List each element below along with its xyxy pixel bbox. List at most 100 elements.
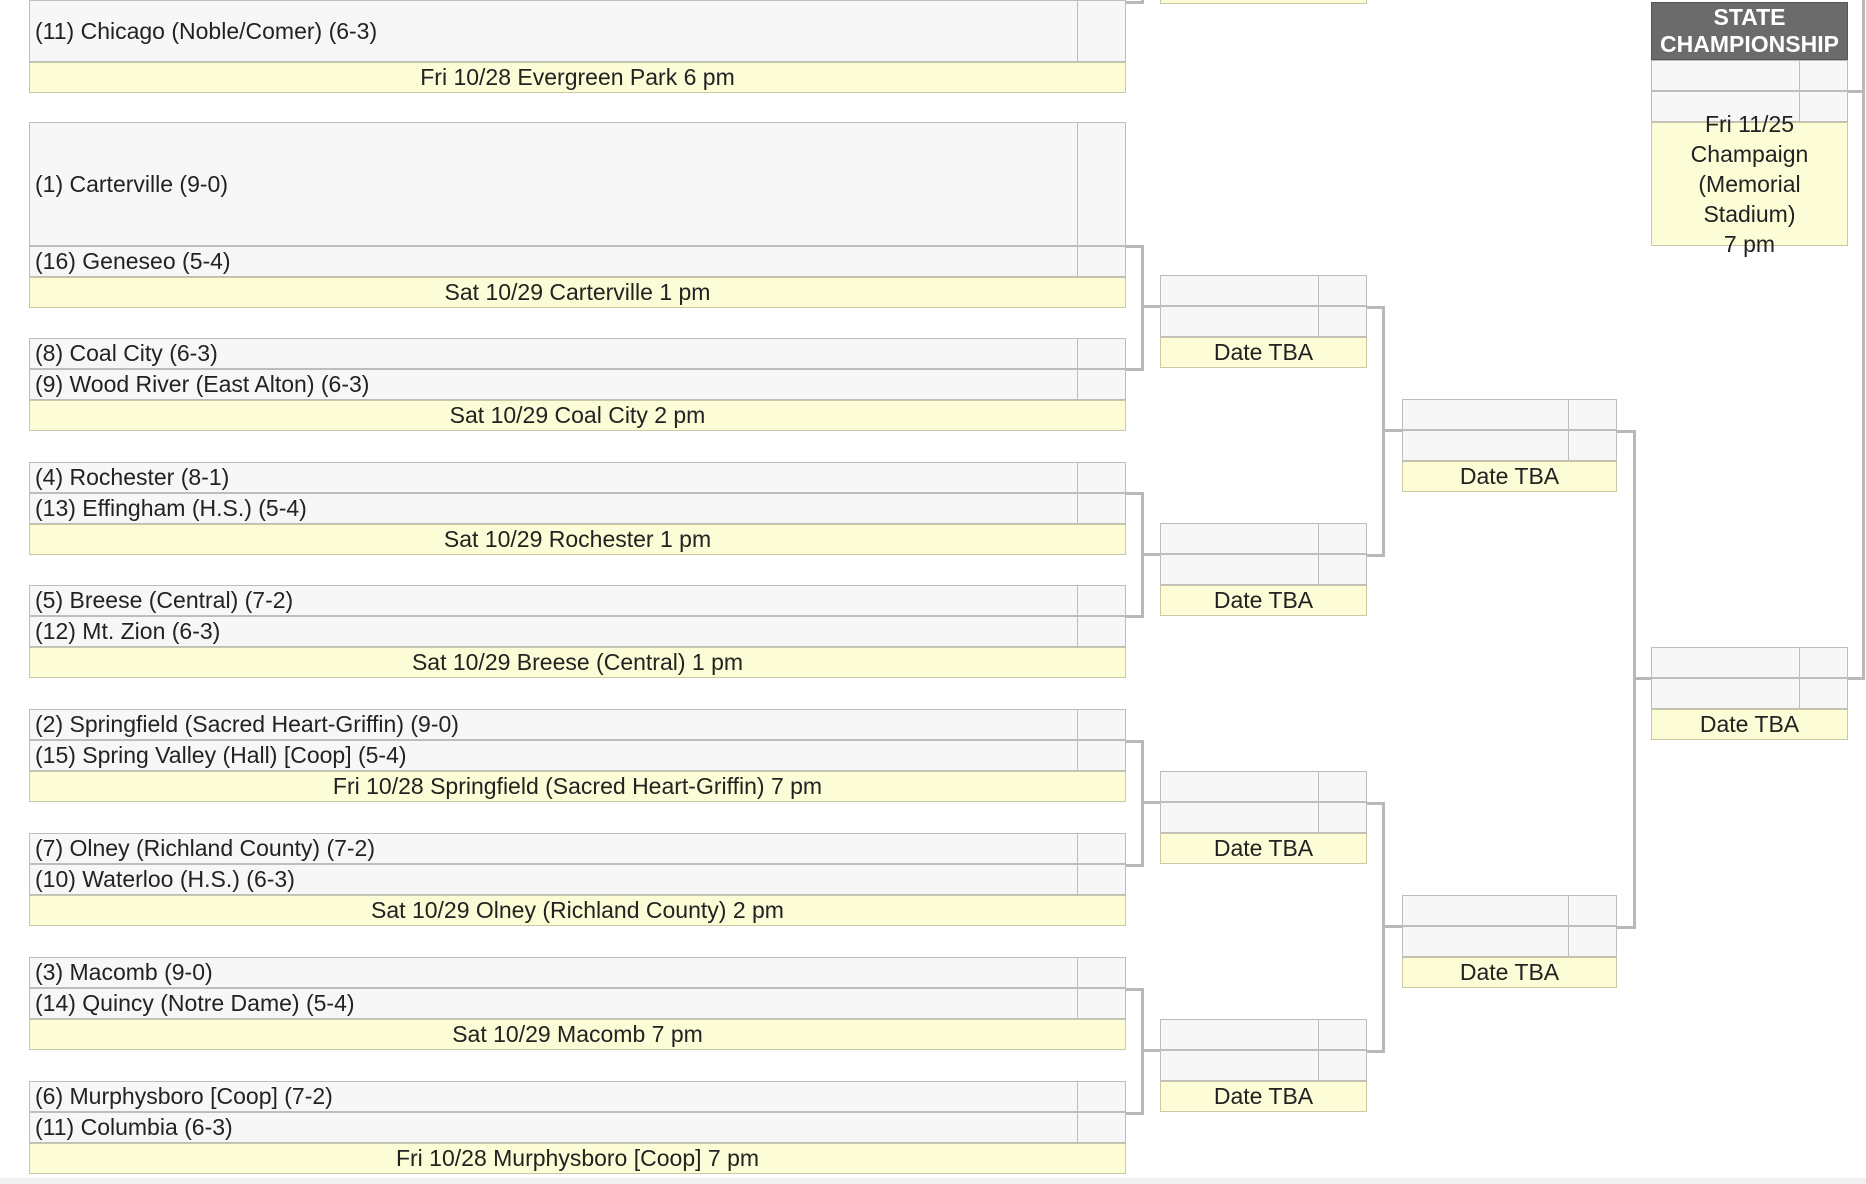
team-name: (12) Mt. Zion (6-3) [35,618,221,644]
team-name: (4) Rochester (8-1) [35,464,230,490]
score-cell [1568,431,1616,460]
bracket-connector [1141,0,1144,4]
team-row [1402,895,1617,926]
score-cell [1318,803,1366,832]
team-row: (9) Wood River (East Alton) (6-3) [29,369,1126,400]
game-info: Date TBA [1402,461,1617,492]
game-info: Date TBA [1160,585,1367,616]
team-row: (10) Waterloo (H.S.) (6-3) [29,864,1126,895]
score-cell [1077,586,1125,615]
team-row [1402,430,1617,461]
team-row: (3) Macomb (9-0) [29,957,1126,988]
bracket-connector [1126,1112,1143,1115]
team-row [1160,1050,1367,1081]
team-row: (11) Columbia (6-3) [29,1112,1126,1143]
game-info: Sat 10/29 Breese (Central) 1 pm [29,647,1126,678]
bracket-connector [1141,553,1160,556]
score-cell [1077,123,1125,245]
team-row: (4) Rochester (8-1) [29,462,1126,493]
team-name: (15) Spring Valley (Hall) [Coop] (5-4) [35,742,407,768]
score-cell [1799,679,1847,708]
team-row: (7) Olney (Richland County) (7-2) [29,833,1126,864]
score-cell [1318,276,1366,305]
game-info: Date TBA [1160,1081,1367,1112]
team-row [1160,306,1367,337]
team-name: (11) Chicago (Noble/Comer) (6-3) [35,17,378,44]
bracket-connector [1126,1,1143,4]
game-info: Sat 10/29 Olney (Richland County) 2 pm [29,895,1126,926]
bracket-connector [1367,1050,1384,1053]
team-row [1402,926,1617,957]
score-cell [1318,1051,1366,1080]
team-name: (16) Geneseo (5-4) [35,248,231,274]
bracket-connector [1126,368,1143,371]
game-info: Date TBA [1402,957,1617,988]
team-name: (2) Springfield (Sacred Heart-Griffin) (… [35,711,459,737]
score-cell [1568,400,1616,429]
team-name: (9) Wood River (East Alton) (6-3) [35,371,370,397]
team-row: (6) Murphysboro [Coop] (7-2) [29,1081,1126,1112]
game-info: Sat 10/29 Coal City 2 pm [29,400,1126,431]
team-name: (11) Columbia (6-3) [35,1114,233,1140]
team-row [1651,678,1848,709]
bracket-connector [1126,740,1143,743]
team-row [1402,399,1617,430]
score-cell [1077,339,1125,368]
championship-city: Champaign [1690,141,1809,167]
bracket-connector [1382,925,1402,928]
bracket-connector [1126,988,1143,991]
bracket-connector [1848,677,1864,680]
team-name: (14) Quincy (Notre Dame) (5-4) [35,990,355,1016]
score-cell [1077,1,1125,61]
team-row [1651,91,1848,122]
team-name: (3) Macomb (9-0) [35,959,213,985]
team-name: (7) Olney (Richland County) (7-2) [35,835,376,861]
team-row: (1) Carterville (9-0) [29,122,1126,246]
score-cell [1077,1113,1125,1142]
score-cell [1077,741,1125,770]
score-cell [1077,865,1125,894]
score-cell [1799,648,1847,677]
team-row [1160,1019,1367,1050]
game-info: Fri 10/28 Springfield (Sacred Heart-Grif… [29,771,1126,802]
game-info: Sat 10/29 Rochester 1 pm [29,524,1126,555]
team-name: (5) Breese (Central) (7-2) [35,587,294,613]
team-row: (16) Geneseo (5-4) [29,246,1126,277]
team-row [1651,60,1848,91]
team-name: (10) Waterloo (H.S.) (6-3) [35,866,295,892]
team-row: (14) Quincy (Notre Dame) (5-4) [29,988,1126,1019]
score-cell [1077,989,1125,1018]
game-info: Fri 10/28 Evergreen Park 6 pm [29,62,1126,93]
game-info: Date TBA [1160,833,1367,864]
score-cell [1318,772,1366,801]
score-cell [1077,494,1125,523]
team-row [1160,771,1367,802]
score-cell [1318,555,1366,584]
team-row [1651,647,1848,678]
score-cell [1077,617,1125,646]
bracket-connector [1382,429,1402,432]
team-row: (15) Spring Valley (Hall) [Coop] (5-4) [29,740,1126,771]
game-info: Date TBA [1160,337,1367,368]
score-cell [1318,1020,1366,1049]
score-cell [1077,247,1125,276]
bracket-connector [1141,245,1144,371]
header-line-1: STATE [1713,4,1786,30]
championship-venue: (Memorial Stadium) [1698,171,1801,227]
bracket-connector [1848,90,1864,93]
bracket-connector [1617,430,1635,433]
championship-time: 7 pm [1723,231,1776,257]
score-cell [1077,958,1125,987]
game-info: Sat 10/29 Macomb 7 pm [29,1019,1126,1050]
score-cell [1077,370,1125,399]
championship-info: Fri 11/25 Champaign (Memorial Stadium) 7… [1651,111,1848,257]
game-info-partial [1160,0,1367,4]
game-info: Fri 10/28 Murphysboro [Coop] 7 pm [29,1143,1126,1174]
team-row [1160,802,1367,833]
score-cell [1799,92,1847,121]
team-name: (1) Carterville (9-0) [35,170,228,197]
team-name: (13) Effingham (H.S.) (5-4) [35,495,307,521]
page-bottom-edge [0,1178,1866,1184]
championship-header: STATE CHAMPIONSHIP [1651,2,1848,60]
bracket-connector [1367,306,1384,309]
